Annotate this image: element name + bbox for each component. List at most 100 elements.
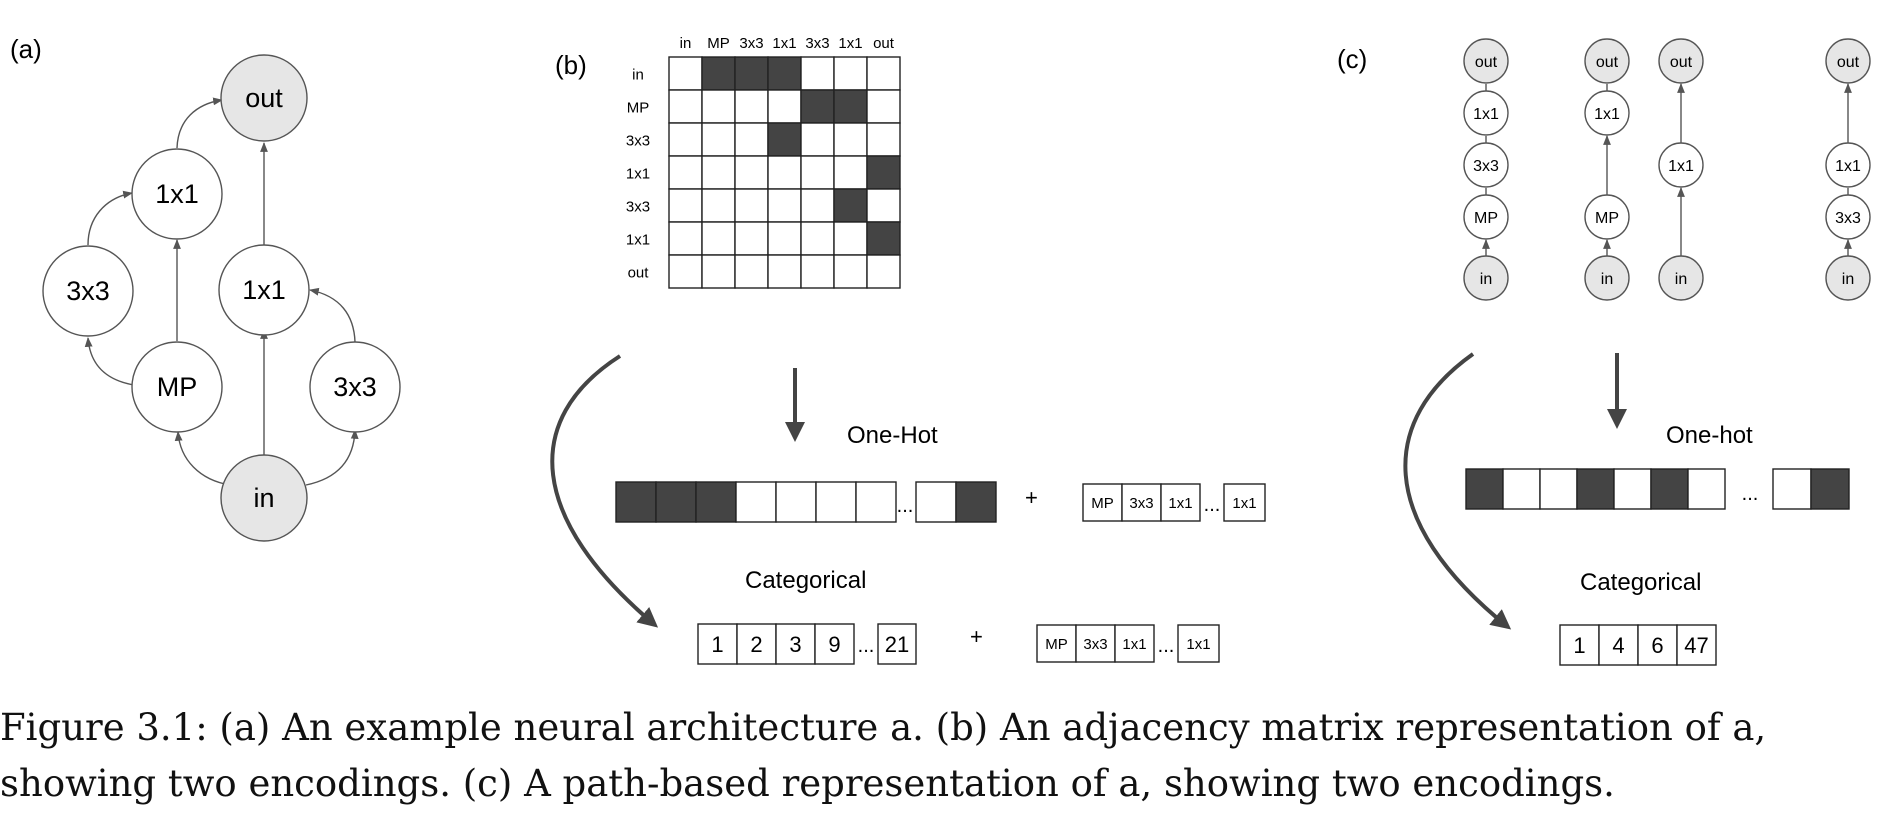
plus-categorical-b: + xyxy=(970,624,983,649)
matrix-col-label: out xyxy=(873,35,895,52)
ops-b1-box xyxy=(1082,483,1123,522)
cat-b-box xyxy=(736,623,777,665)
path-node-label: out xyxy=(1837,54,1860,71)
matrix-row-label: 1x1 xyxy=(626,232,650,249)
matrix-row-label: MP xyxy=(627,100,650,117)
matrix-col-label: 1x1 xyxy=(838,35,862,52)
matrix-cell xyxy=(701,188,736,223)
onehot-c-tail-cell xyxy=(1772,468,1812,510)
ops-b1-ellipsis: ... xyxy=(1204,494,1221,516)
ops-b1-label: 1x1 xyxy=(1168,495,1192,512)
ops-b1-last-box xyxy=(1223,483,1266,522)
node-1x1-top: 1x1 xyxy=(131,148,223,240)
matrix-cell xyxy=(800,56,835,91)
matrix-col-label: 3x3 xyxy=(805,35,829,52)
node-3x3-left-label: 3x3 xyxy=(66,276,110,306)
cat-c-box xyxy=(1598,624,1639,666)
matrix-cell xyxy=(668,89,703,124)
matrix-cell xyxy=(833,254,868,289)
onehot-c-cell xyxy=(1502,468,1541,510)
arrow-to-categorical-b xyxy=(550,354,659,628)
matrix-row-label: 3x3 xyxy=(626,199,650,216)
ops-b2-label: 1x1 xyxy=(1122,636,1146,653)
matrix-cell xyxy=(800,155,835,190)
cat-c-label: 6 xyxy=(1651,633,1663,658)
ops-b1-last-label: 1x1 xyxy=(1232,495,1256,512)
path-node-label: 1x1 xyxy=(1473,106,1499,123)
matrix-cell xyxy=(701,56,736,91)
onehot-c-cell xyxy=(1650,468,1689,510)
panel-a: (a) out 1x1 3x3 MP 1x1 xyxy=(10,34,401,542)
matrix-cell xyxy=(701,89,736,124)
matrix-cell xyxy=(767,122,802,157)
panel-c: (c) inMP3x31x1outinMP1x1outin1x1outin3x3… xyxy=(1337,38,1871,666)
matrix-cell xyxy=(767,89,802,124)
matrix-cell xyxy=(866,56,901,91)
matrix-cell xyxy=(800,188,835,223)
node-3x3-left: 3x3 xyxy=(42,245,134,337)
matrix-cell xyxy=(668,56,703,91)
path-node xyxy=(1584,255,1630,301)
ops-b2-box xyxy=(1036,624,1077,663)
cat-b-last-box xyxy=(877,623,917,665)
cat-b-label: 2 xyxy=(750,632,762,657)
path-node xyxy=(1825,255,1871,301)
matrix-cell xyxy=(833,221,868,256)
path-node-label: 3x3 xyxy=(1835,210,1861,227)
matrix-cell xyxy=(734,155,769,190)
onehot-b-cell xyxy=(655,481,697,523)
path-node-label: 1x1 xyxy=(1668,158,1694,175)
ops-b2-last-label: 1x1 xyxy=(1186,636,1210,653)
node-3x3-right: 3x3 xyxy=(309,341,401,433)
matrix-cell xyxy=(800,254,835,289)
path-node xyxy=(1584,90,1630,136)
cat-b-box xyxy=(814,623,855,665)
path-node xyxy=(1463,38,1509,84)
edge-in-3x3b xyxy=(305,429,359,486)
matrix-cell xyxy=(866,89,901,124)
onehot-c-cell xyxy=(1539,468,1578,510)
cat-b-label: 1 xyxy=(711,632,723,657)
path-node xyxy=(1584,194,1630,240)
categorical-label-b: Categorical xyxy=(745,567,866,594)
path-node-label: out xyxy=(1670,54,1693,71)
cat-c-label: 47 xyxy=(1684,633,1708,658)
matrix-cell xyxy=(800,89,835,124)
matrix-cell xyxy=(734,56,769,91)
node-1x1-right-label: 1x1 xyxy=(242,275,286,305)
matrix-cell xyxy=(800,122,835,157)
matrix-col-label: MP xyxy=(707,35,730,52)
onehot-b-tail-cell xyxy=(915,481,957,523)
path-node-label: out xyxy=(1596,54,1619,71)
ops-b1-box xyxy=(1121,483,1162,522)
matrix-cell xyxy=(866,122,901,157)
path-node-label: in xyxy=(1480,271,1492,288)
cat-b-label: 9 xyxy=(828,632,840,657)
path-node xyxy=(1463,255,1509,301)
matrix-col-label: 1x1 xyxy=(772,35,796,52)
ops-b2-label: 3x3 xyxy=(1083,636,1107,653)
matrix-row-label: out xyxy=(628,265,650,282)
edge-3x3b-1x1b xyxy=(309,287,356,343)
matrix-cell xyxy=(866,221,901,256)
path-node-label: in xyxy=(1675,271,1687,288)
categorical-label-c: Categorical xyxy=(1580,569,1701,596)
matrix-col-label: in xyxy=(680,35,692,52)
matrix-cell xyxy=(701,254,736,289)
matrix-cell xyxy=(668,155,703,190)
path-node xyxy=(1584,38,1630,84)
node-1x1-right: 1x1 xyxy=(218,244,310,336)
node-1x1-top-label: 1x1 xyxy=(155,179,199,209)
onehot-b-cell xyxy=(735,481,777,523)
ops-b2-box xyxy=(1114,624,1155,663)
caption-line-2: showing two encodings. (c) A path-based … xyxy=(0,762,1615,805)
matrix-cell xyxy=(833,188,868,223)
cat-b-ellipsis: ... xyxy=(858,635,875,657)
panel-b-label: (b) xyxy=(555,50,587,80)
onehot-b-tail-cell xyxy=(955,481,997,523)
panel-c-label: (c) xyxy=(1337,44,1367,74)
